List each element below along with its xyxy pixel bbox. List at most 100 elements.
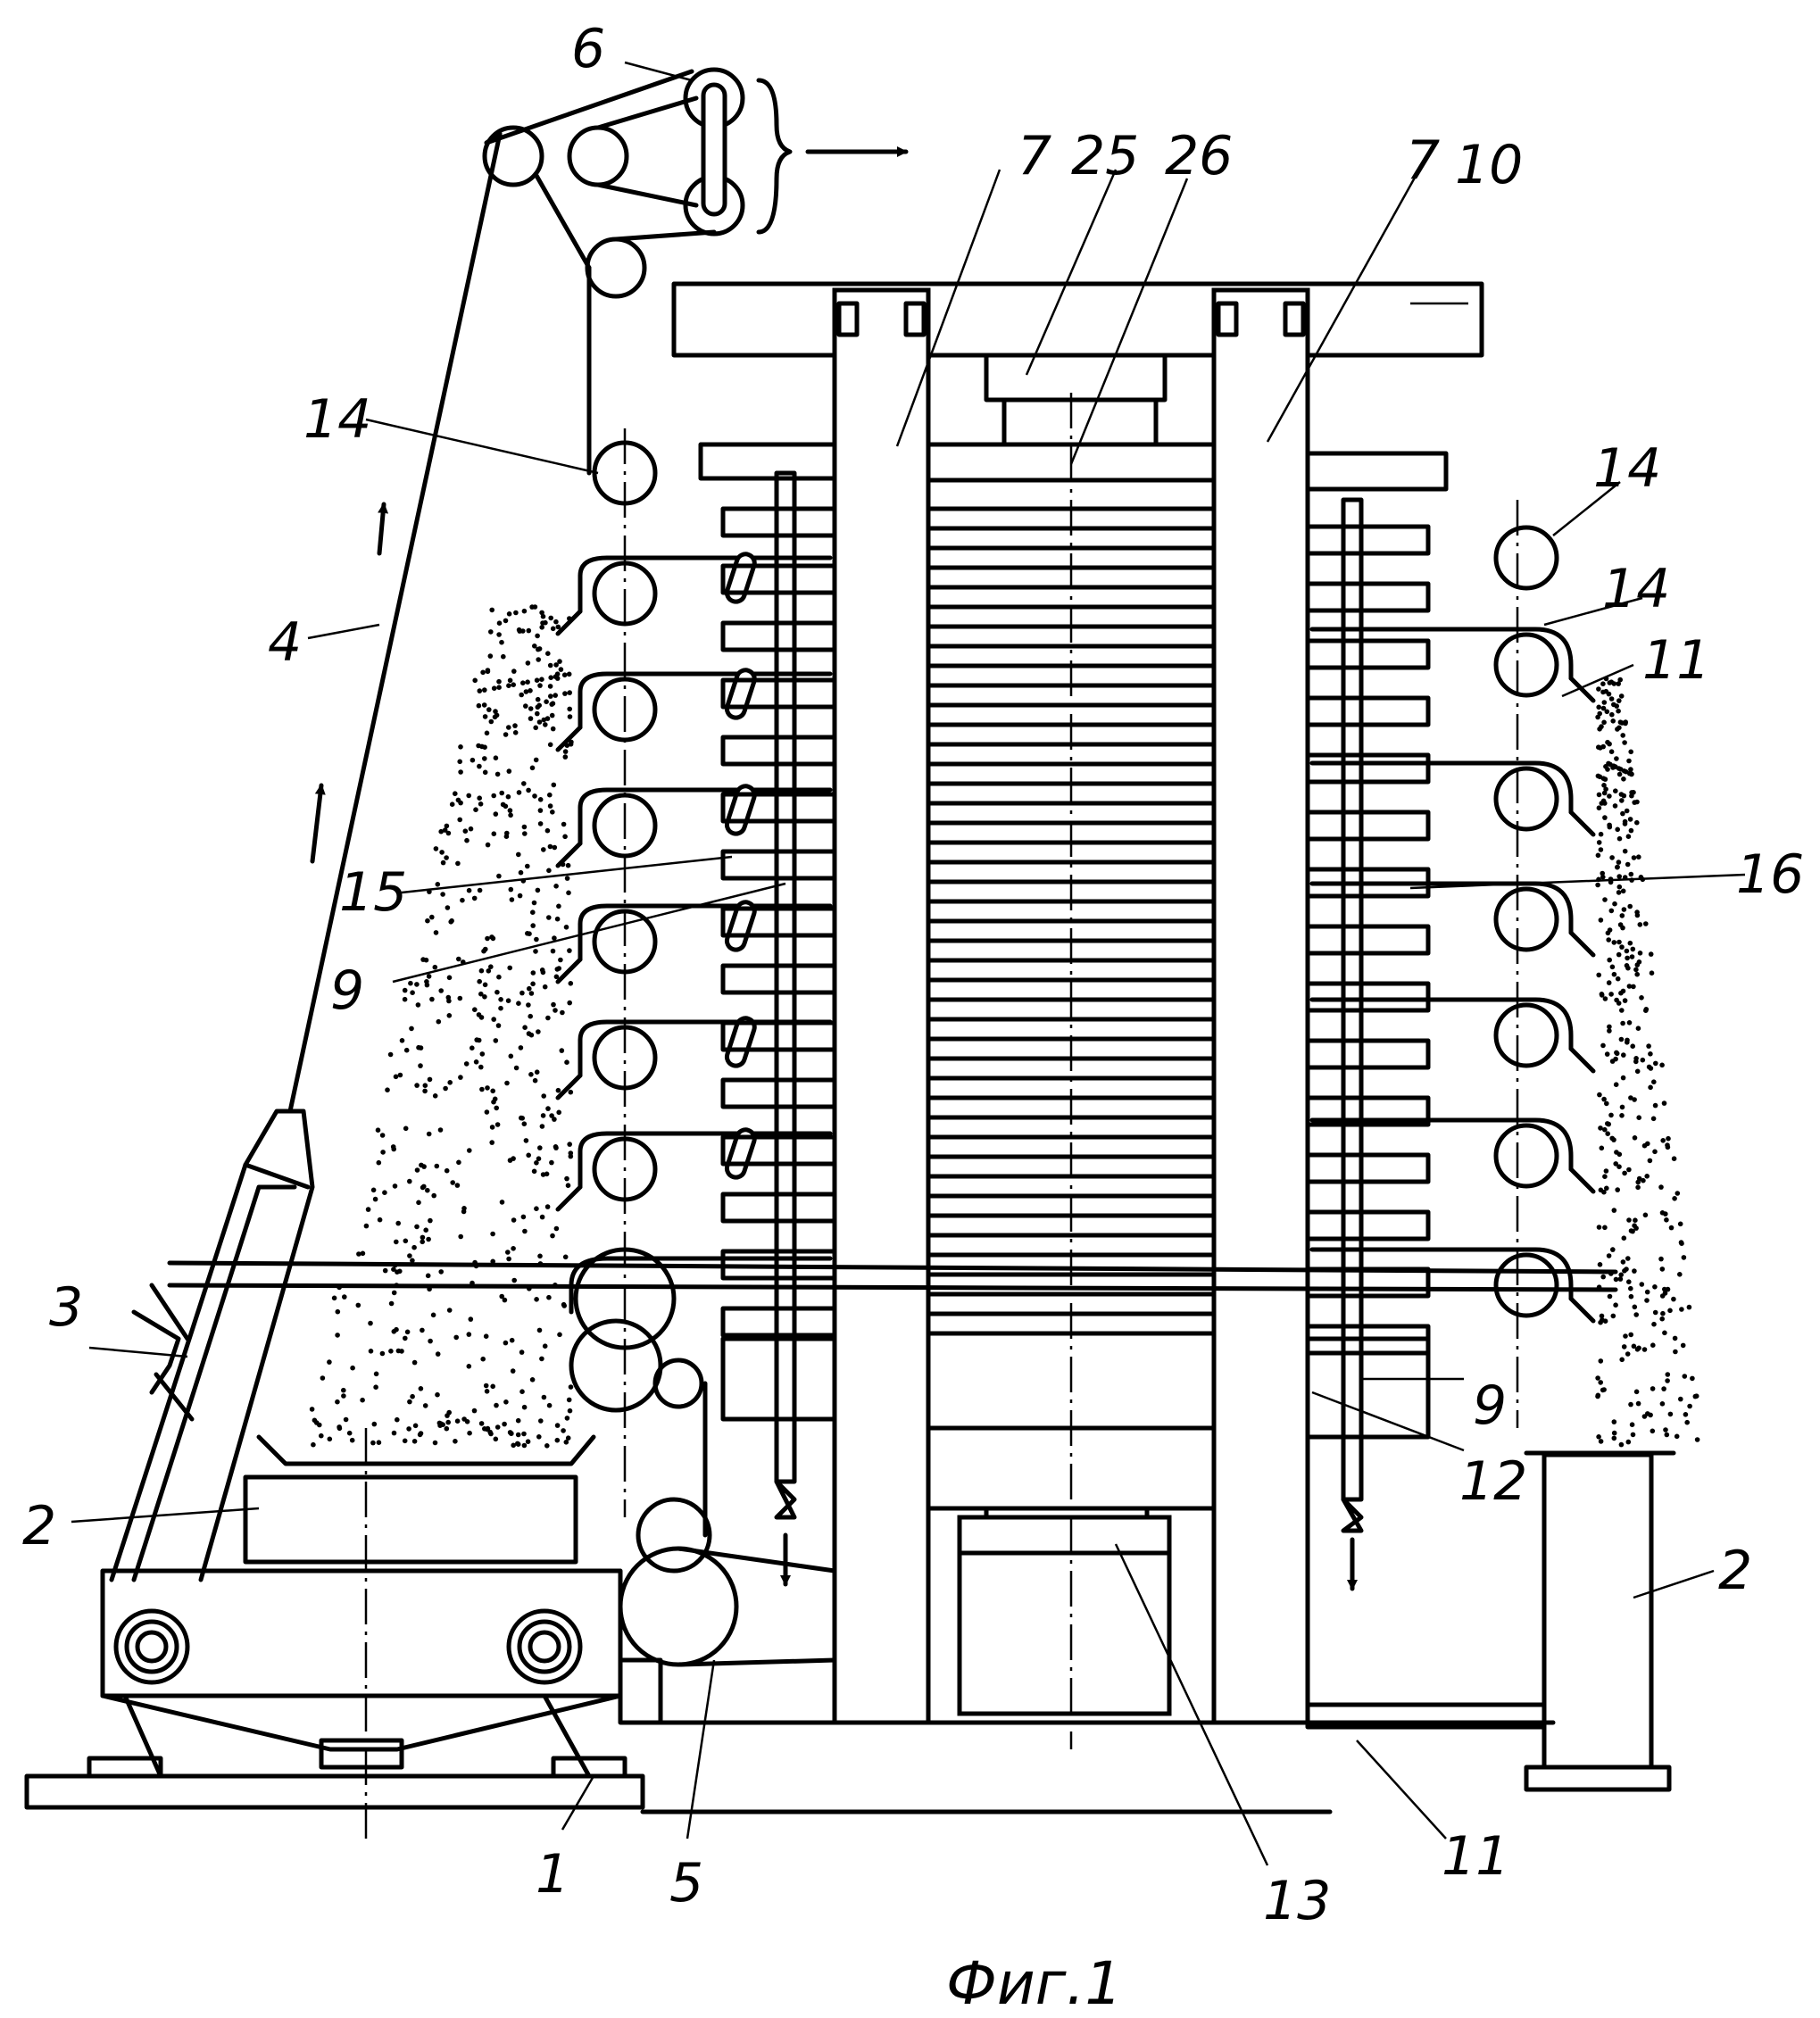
particle	[1625, 862, 1631, 868]
particle	[1663, 1291, 1668, 1296]
particle	[509, 1054, 514, 1059]
label-9-left: 9	[330, 959, 364, 1022]
particle	[530, 766, 536, 771]
particle	[429, 997, 435, 1002]
particle	[1600, 1043, 1606, 1049]
particle	[1695, 1437, 1700, 1442]
particle	[477, 703, 482, 709]
particle	[556, 1110, 561, 1116]
particle	[1614, 998, 1619, 1003]
label-2-left: 2	[22, 1495, 56, 1557]
particle	[522, 1025, 528, 1030]
particle	[1622, 1235, 1627, 1241]
particle	[550, 810, 555, 815]
particle	[548, 693, 553, 699]
particle	[563, 1255, 569, 1260]
particle	[360, 1398, 365, 1403]
particle	[403, 1336, 408, 1341]
particle	[1628, 767, 1633, 772]
particle	[441, 860, 446, 866]
particle	[1617, 884, 1623, 890]
particle	[537, 646, 543, 652]
particle	[1621, 1075, 1626, 1081]
particle	[526, 1153, 531, 1158]
particle	[546, 868, 552, 874]
particle	[560, 1010, 565, 1016]
particle	[548, 684, 553, 689]
particle	[526, 1439, 531, 1444]
particle	[1600, 744, 1606, 750]
particle	[492, 685, 497, 691]
particle	[495, 1122, 501, 1127]
particle	[1597, 840, 1602, 845]
particle	[567, 672, 572, 677]
particle	[1611, 1137, 1616, 1142]
particle	[394, 1327, 399, 1333]
particle	[537, 683, 543, 688]
particle	[1662, 1100, 1667, 1106]
particle	[1679, 1240, 1684, 1245]
particle	[312, 1418, 318, 1424]
particle	[311, 1442, 316, 1448]
particle	[483, 714, 488, 719]
particle	[514, 1066, 519, 1071]
particle	[562, 835, 568, 840]
particle	[409, 1026, 414, 1032]
particle	[458, 996, 463, 1001]
particle	[567, 1001, 572, 1006]
particle	[485, 1389, 490, 1394]
particle	[412, 1360, 418, 1366]
particle	[536, 888, 541, 893]
particle	[412, 1439, 418, 1444]
particle	[1626, 1217, 1632, 1223]
particle	[1628, 1286, 1633, 1291]
particle	[450, 801, 455, 807]
particle	[1597, 1225, 1602, 1230]
particle	[458, 769, 463, 775]
particle	[1665, 1378, 1670, 1383]
particle	[1607, 1025, 1612, 1030]
particle	[467, 1148, 472, 1153]
label-4: 4	[268, 611, 302, 674]
particle	[1659, 1063, 1665, 1068]
particle	[549, 1113, 554, 1118]
label-14-left: 14	[303, 388, 371, 451]
scraper	[558, 843, 580, 866]
particle	[534, 1160, 539, 1166]
particle	[1609, 749, 1615, 754]
particle	[521, 781, 527, 786]
particle	[551, 1002, 556, 1008]
particle	[1623, 819, 1628, 825]
particle	[393, 1183, 398, 1189]
particle	[527, 986, 532, 992]
particle	[433, 965, 438, 970]
particle	[1599, 847, 1604, 852]
particle	[1628, 1095, 1633, 1100]
particle	[523, 703, 528, 709]
particle	[416, 1002, 421, 1008]
particle	[369, 1349, 374, 1354]
particle	[1610, 718, 1616, 724]
particle	[489, 608, 494, 613]
particle	[1607, 823, 1612, 828]
vibrating-frame	[89, 1571, 625, 1776]
particle	[1597, 1092, 1602, 1098]
particle	[1605, 1051, 1610, 1057]
particle	[536, 703, 542, 709]
particle	[539, 677, 544, 682]
particle	[376, 1127, 381, 1133]
particle	[1595, 1394, 1600, 1399]
particle	[1600, 801, 1605, 806]
particle	[395, 1417, 400, 1423]
particle	[544, 1443, 550, 1449]
particle	[479, 1421, 485, 1426]
particle	[1675, 1434, 1680, 1440]
particle	[568, 1408, 573, 1414]
particle	[533, 726, 538, 731]
particle	[479, 1087, 485, 1092]
label-16: 16	[1736, 843, 1804, 906]
particle	[1612, 681, 1617, 686]
particle	[543, 1343, 548, 1349]
particle	[494, 1106, 499, 1111]
